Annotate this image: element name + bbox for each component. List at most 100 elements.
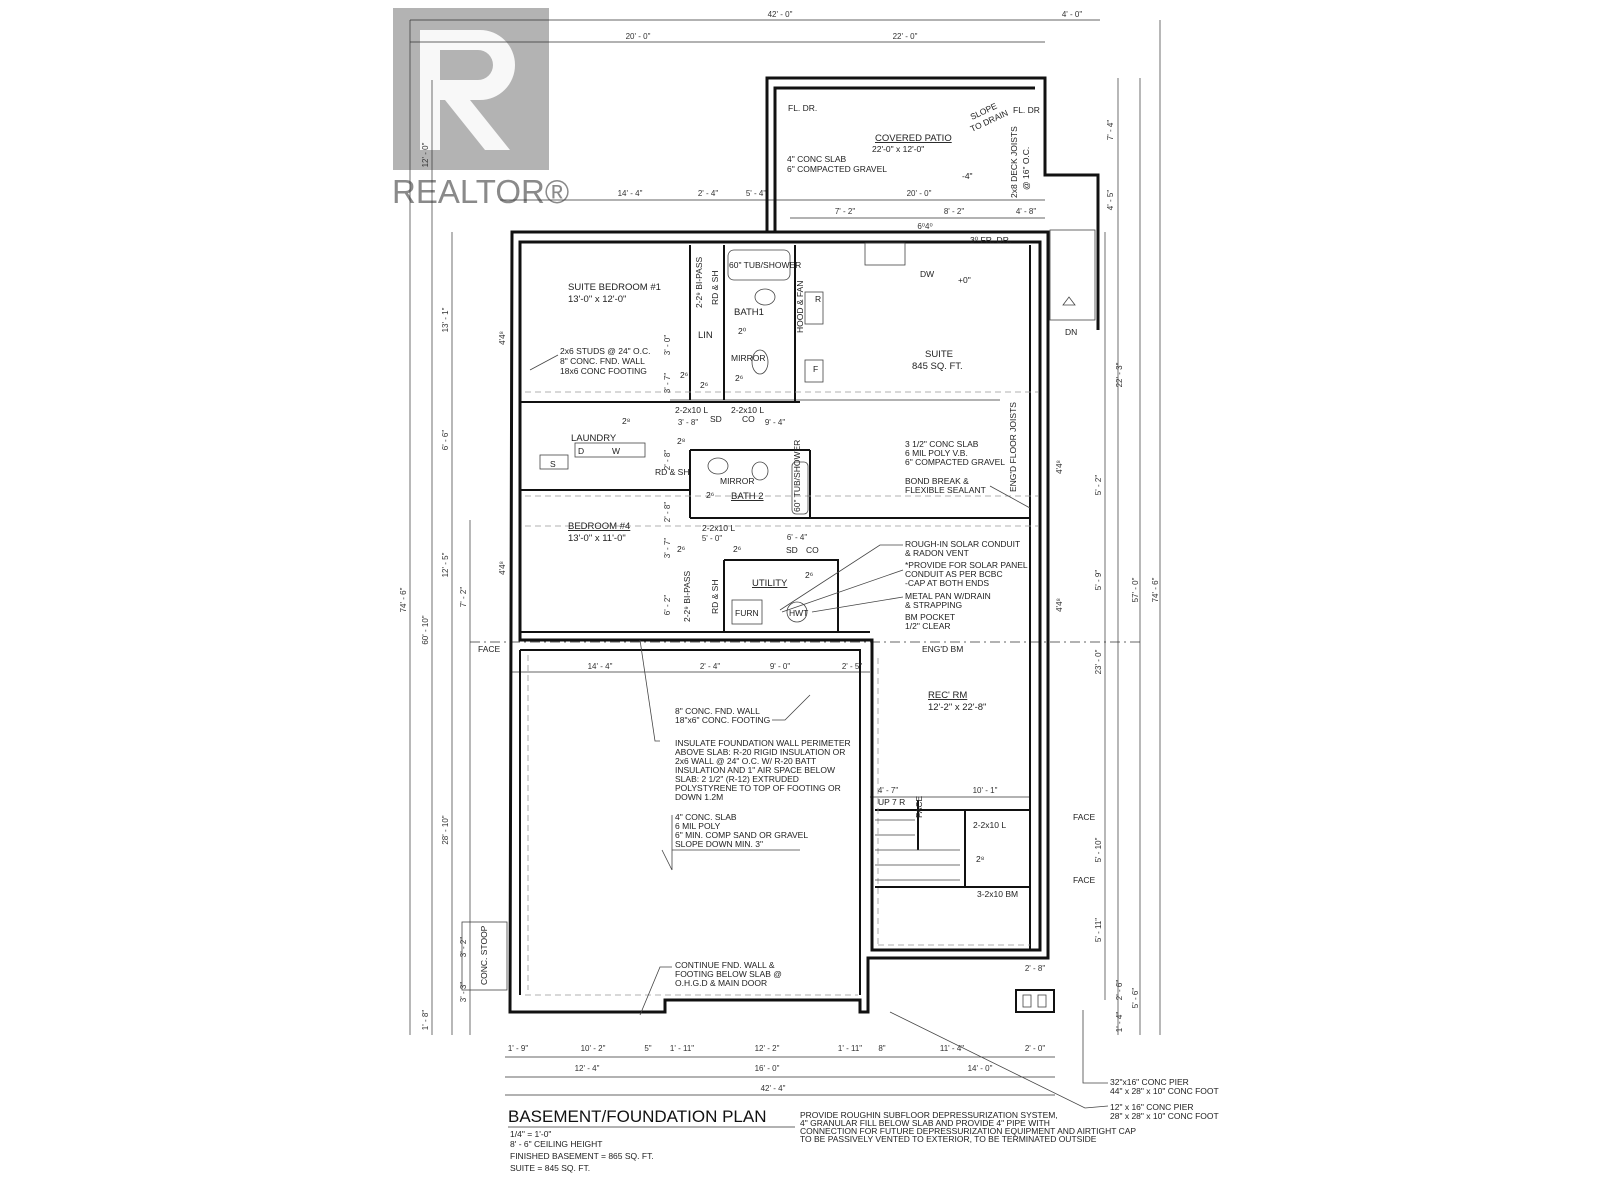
stair-down-label: DN xyxy=(1065,327,1077,337)
dim-label: 5' - 10" xyxy=(1094,837,1103,862)
door-size-label: 2⁶ xyxy=(735,373,743,383)
dim-label: 3' - 7" xyxy=(663,538,672,559)
smoke-detector-label: SD xyxy=(786,545,798,555)
dim-label: 4' - 7" xyxy=(878,786,899,795)
note-line: ABOVE SLAB: R-20 RIGID INSULATION OR xyxy=(675,747,845,757)
dim-label: 74' - 6" xyxy=(399,587,408,612)
dim-label: 2' - 6" xyxy=(1115,980,1124,1001)
dim-label: 11' - 4" xyxy=(940,1044,964,1053)
note-line: 6" COMPACTED GRAVEL xyxy=(787,164,887,174)
door-size-label: 2⁶ xyxy=(680,370,688,380)
note-line: 2x6 STUDS @ 24" O.C. xyxy=(560,346,651,356)
hood-fan-label: HOOD & FAN xyxy=(795,281,805,333)
rod-shelf-label: RD & SH xyxy=(655,467,689,477)
dim-label: 2' - 4" xyxy=(698,189,719,198)
dim-label: 14' - 4" xyxy=(618,189,643,198)
dim-label: 8' - 2" xyxy=(944,207,965,216)
concrete-stoop-label: CONC. STOOP xyxy=(479,925,489,985)
door-size-label: 2⁶ xyxy=(805,570,813,580)
room-suite: SUITE xyxy=(925,349,953,360)
dim-label: 5' - 11" xyxy=(1094,918,1103,942)
rod-shelf-label: RD & SH xyxy=(710,580,720,614)
room-covered-patio: COVERED PATIO xyxy=(875,133,952,144)
note-line: & STRAPPING xyxy=(905,600,962,610)
note-line: CONNECTION FOR FUTURE DEPRESSURIZATION E… xyxy=(800,1126,1136,1136)
note-line: ROUGH-IN SOLAR CONDUIT xyxy=(905,539,1020,549)
dim-label: 1' - 8" xyxy=(421,1010,430,1031)
room-rec-room: REC' RM xyxy=(928,690,967,701)
door-size-label: 2⁸ xyxy=(622,416,631,426)
note-line: TO BE PASSIVELY VENTED TO EXTERIOR, TO B… xyxy=(800,1134,1097,1144)
note-line: CONTINUE FND. WALL & xyxy=(675,960,775,970)
dim-label: 3' - 0" xyxy=(663,335,672,356)
room-suite-area: 845 SQ. FT. xyxy=(912,361,963,372)
fridge-label: F xyxy=(813,364,818,374)
dim-label: 8" xyxy=(878,1044,885,1053)
room-bedroom-4-size: 13'-0" x 11'-0" xyxy=(568,533,626,544)
door-size-label: 2⁸ xyxy=(677,436,686,446)
beam-label: 3-2x10 BM xyxy=(977,889,1018,899)
dim-label: 60' - 10" xyxy=(421,615,430,644)
dim-label: 9' - 0" xyxy=(770,662,791,671)
note-line: 44" x 28" x 10" CONC FOOT xyxy=(1110,1086,1219,1096)
dim-label: 6' - 2" xyxy=(663,595,672,616)
note-line: POLYSTYRENE TO TOP OF FOOTING OR xyxy=(675,783,841,793)
face-label: FACE xyxy=(914,795,924,818)
dim-label: 10' - 2" xyxy=(581,1044,606,1053)
dim-label: 4'4⁸ xyxy=(498,561,507,575)
dim-label: 4'4⁸ xyxy=(1055,598,1064,612)
note-line: 28" x 28" x 10" CONC FOOT xyxy=(1110,1111,1219,1121)
realtor-logo: REALTOR® xyxy=(392,8,569,210)
note-line: 2x8 DECK JOISTS xyxy=(1009,126,1019,198)
note-line: 6 MIL POLY xyxy=(675,821,721,831)
realtor-wordmark: REALTOR® xyxy=(392,173,569,210)
room-suite-bedroom-1-size: 13'-0" x 12'-0" xyxy=(568,294,626,305)
construction-notes: 2x6 STUDS @ 24" O.C. 8" CONC. FND. WALL … xyxy=(529,126,1219,1121)
dim-label: 42' - 4" xyxy=(761,1084,786,1093)
furnace-label: FURN xyxy=(735,608,759,618)
door-size-label: 2⁶ xyxy=(677,544,685,554)
plan-scale: 1/4" = 1'-0" xyxy=(510,1129,551,1139)
dim-label: 1' - 9" xyxy=(508,1044,529,1053)
floor-drain-label: FL. DR xyxy=(1013,105,1040,115)
dim-label: 4' - 8" xyxy=(1016,207,1037,216)
face-label: FACE xyxy=(1073,875,1096,885)
dim-label: 16' - 0" xyxy=(755,1064,780,1073)
dimension-lines xyxy=(409,19,1161,1096)
smoke-detector-label: SD xyxy=(710,414,722,424)
lintel-label: 2-2x10 L xyxy=(731,405,764,415)
beam-label: ENG'D BM xyxy=(922,644,963,654)
note-line: 12" x 16" CONC PIER xyxy=(1110,1102,1194,1112)
room-covered-patio-size: 22'-0" x 12'-0" xyxy=(872,144,924,154)
rod-shelf-label: RD & SH xyxy=(710,271,720,305)
tub-shower-label: 60" TUB/SHOWER xyxy=(792,440,802,512)
note-line: SLOPE DOWN MIN. 3" xyxy=(675,839,763,849)
note-line: INSULATE FOUNDATION WALL PERIMETER xyxy=(675,738,851,748)
floor-drain-label: FL. DR. xyxy=(788,103,817,113)
dim-label: 14' - 0" xyxy=(968,1064,993,1073)
walls xyxy=(461,76,1100,1014)
dim-label: 5" xyxy=(644,1044,651,1053)
fixtures-outlines xyxy=(539,242,960,881)
suite-area: SUITE = 845 SQ. FT. xyxy=(510,1163,590,1173)
room-utility: UTILITY xyxy=(752,578,788,589)
mirror-label: MIRROR xyxy=(720,476,754,486)
co-detector-label: CO xyxy=(806,545,819,555)
room-suite-bedroom-1: SUITE BEDROOM #1 xyxy=(568,282,661,293)
dim-label: 3' - 3" xyxy=(459,982,468,1003)
dim-label: 4'4⁸ xyxy=(1055,460,1064,474)
note-line: 4" GRANULAR FILL BELOW SLAB AND PROVIDE … xyxy=(800,1118,1050,1128)
bi-pass-door-label: 2-2⁹ BI-PASS xyxy=(694,256,704,308)
note-line: 18x6 CONC FOOTING xyxy=(560,366,647,376)
lintel-label: 2-2x10 L xyxy=(702,523,735,533)
dim-label: 22' - 0" xyxy=(893,32,918,41)
note-line: SLAB: 2 1/2" (R-12) EXTRUDED xyxy=(675,774,799,784)
finished-basement-area: FINISHED BASEMENT = 865 SQ. FT. xyxy=(510,1151,654,1161)
dim-label: 6⁰4⁰ xyxy=(917,222,932,231)
face-label: FACE xyxy=(1073,812,1096,822)
dim-label: 7' - 2" xyxy=(835,207,856,216)
note-line: 3 1/2" CONC SLAB xyxy=(905,439,979,449)
note-line: 32"x16" CONC PIER xyxy=(1110,1077,1189,1087)
dim-label: 3' - 2" xyxy=(459,937,468,958)
